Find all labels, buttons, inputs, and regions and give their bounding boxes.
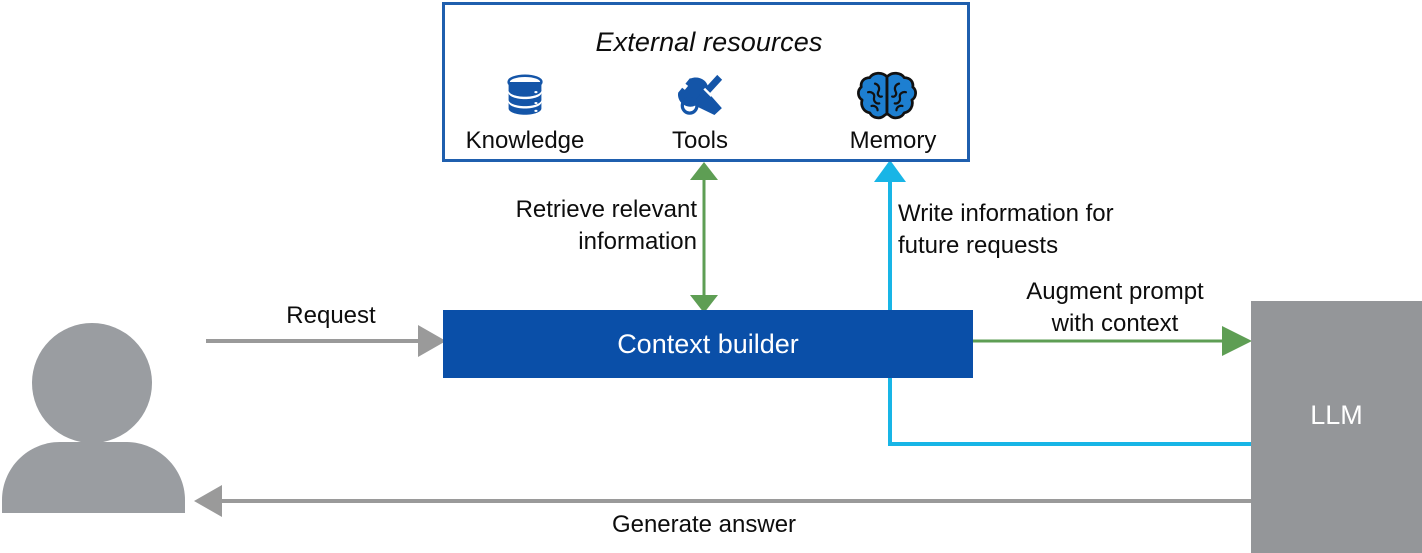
llm-node: LLM — [1251, 301, 1422, 553]
tools-icon — [678, 74, 723, 116]
context-builder-label: Context builder — [617, 328, 799, 359]
resource-label-memory: Memory — [849, 127, 937, 154]
llm-label: LLM — [1310, 399, 1363, 430]
brain-icon — [857, 71, 917, 119]
tools-icon-slot — [667, 67, 735, 125]
context-builder-node: Context builder — [443, 310, 973, 378]
resource-label-knowledge: Knowledge — [465, 127, 585, 154]
edge-label-retrieve: Retrieve relevant information — [515, 196, 697, 255]
external-resources-title: External resources — [595, 27, 823, 57]
edge-label-write: Write information for future requests — [898, 200, 1114, 259]
edge-label-generate: Generate answer — [611, 511, 797, 538]
database-icon — [507, 74, 543, 115]
user-avatar-icon — [2, 323, 185, 513]
database-icon-slot — [491, 67, 559, 125]
brain-icon-slot — [847, 67, 927, 125]
edge-label-augment: Augment prompt with context — [1026, 278, 1204, 337]
edge-label-request: Request — [286, 302, 376, 329]
resource-label-tools: Tools — [671, 127, 729, 154]
external-resources-panel: External resources — [442, 2, 970, 162]
